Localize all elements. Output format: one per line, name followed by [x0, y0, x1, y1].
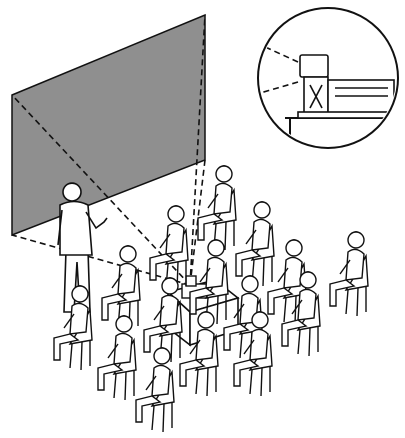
projection-screen — [12, 15, 205, 235]
seated-person-0 — [54, 285, 92, 370]
seated-person-14 — [330, 231, 368, 316]
seated-person-8 — [136, 347, 174, 432]
seated-person-7 — [236, 201, 274, 286]
seated-person-3 — [198, 165, 236, 250]
seated-person-4 — [98, 315, 136, 400]
inset-magnifier — [250, 8, 400, 148]
